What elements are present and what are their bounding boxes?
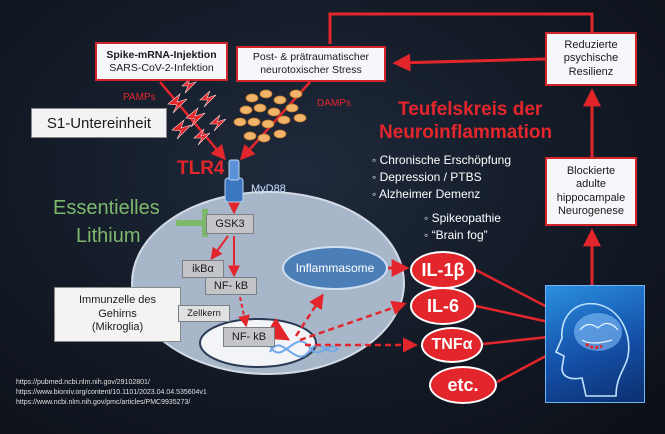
resilienz-line2: psychische (563, 52, 619, 65)
il1b-badge: IL-1β (410, 251, 476, 289)
damps-label: DAMPs (317, 98, 351, 109)
title-line1: Teufelskreis der (398, 99, 543, 120)
symptom-item: ◦ Chronische Erschöpfung (372, 153, 512, 167)
nfkb-node: NF- kB (205, 277, 257, 295)
symptom-item: ◦ Alzheimer Demenz (372, 187, 481, 201)
ikba-node: ikBα (182, 260, 224, 278)
brain-head-graphic (554, 302, 630, 397)
nfkb-nuclear-node: NF- kB (223, 327, 275, 347)
neurogenese-line1: Blockierte (566, 165, 616, 178)
myd88-label: MyD88 (251, 183, 286, 195)
s1-untereinheit-box: S1-Untereinheit (31, 108, 167, 138)
tnfa-badge: TNFα (421, 327, 483, 363)
neurogenese-line2: adulte (576, 178, 606, 191)
essentielles-label: Essentielles (53, 197, 160, 219)
spike-title: Spike-mRNA-Injektion (106, 48, 217, 61)
spike-subtitle: SARS-CoV-2-Infektion (109, 61, 214, 74)
immunzelle-line2: Gehirns (98, 307, 137, 320)
spike-mrna-box: Spike-mRNA-Injektion SARS-CoV-2-Infektio… (95, 42, 228, 81)
il6-badge: IL-6 (410, 287, 476, 325)
symptom-list: ◦ Chronische Erschöpfung ◦ Depression / … (372, 152, 511, 203)
resilienz-box: Reduzierte psychische Resilienz (545, 32, 637, 86)
neurogenese-box: Blockierte adulte hippocampale Neurogene… (545, 157, 637, 226)
stress-line2: neurotoxischer Stress (260, 64, 362, 76)
symptom-item: ◦ Spikeopathie (424, 211, 501, 225)
gsk3-node: GSK3 (206, 214, 254, 234)
tlr4-label: TLR4 (177, 158, 225, 179)
resilienz-line3: Resilienz (568, 65, 614, 78)
immunzelle-line1: Immunzelle des (78, 293, 157, 306)
dna-helix-icon (269, 340, 339, 358)
symptom-list-secondary: ◦ Spikeopathie ◦ “Brain fog” (424, 210, 501, 244)
reference-link[interactable]: https://www.biorxiv.org/content/10.1101/… (16, 389, 207, 396)
symptom-item: ◦ “Brain fog” (424, 228, 488, 242)
stress-box: Post- & prätraumatischer neurotoxischer … (236, 46, 386, 82)
lithium-inhibition (176, 209, 208, 237)
neurogenese-line3: hippocampale (556, 191, 626, 204)
microglia-cell (131, 191, 405, 375)
etc-badge: etc. (429, 366, 497, 404)
immunzelle-line3: (Mikroglia) (91, 321, 144, 334)
feedback-loop-arrows (328, 12, 601, 285)
signaling-arrows (210, 202, 250, 328)
immunzelle-box: Immunzelle des Gehirns (Mikroglia) (54, 287, 181, 342)
symptom-item: ◦ Depression / PTBS (372, 170, 482, 184)
pamps-label: PAMPs (123, 92, 156, 103)
stress-line1: Post- & prätraumatischer (252, 51, 370, 64)
pamps-lightning-icon (167, 77, 227, 146)
inflammasome-node: Inflammasome (282, 246, 388, 290)
title-line2: Neuroinflammation (379, 122, 553, 143)
zellkern-node: Zellkern (178, 305, 230, 322)
reference-link[interactable]: https://www.ncbi.nlm.nih.gov/pmc/article… (16, 399, 191, 406)
references-list: https://pubmed.ncbi.nlm.nih.gov/29102801… (16, 378, 207, 408)
damps-particles-icon (233, 89, 307, 143)
tlr4-receptor-icon (224, 159, 244, 203)
resilienz-line1: Reduzierte (564, 39, 618, 52)
brain-head-icon (545, 285, 645, 403)
neurogenese-line4: Neurogenese (557, 204, 625, 217)
cytokine-arrows (294, 293, 418, 353)
lithium-label: Lithium (76, 225, 141, 247)
reference-link[interactable]: https://pubmed.ncbi.nlm.nih.gov/29102801… (16, 379, 150, 386)
